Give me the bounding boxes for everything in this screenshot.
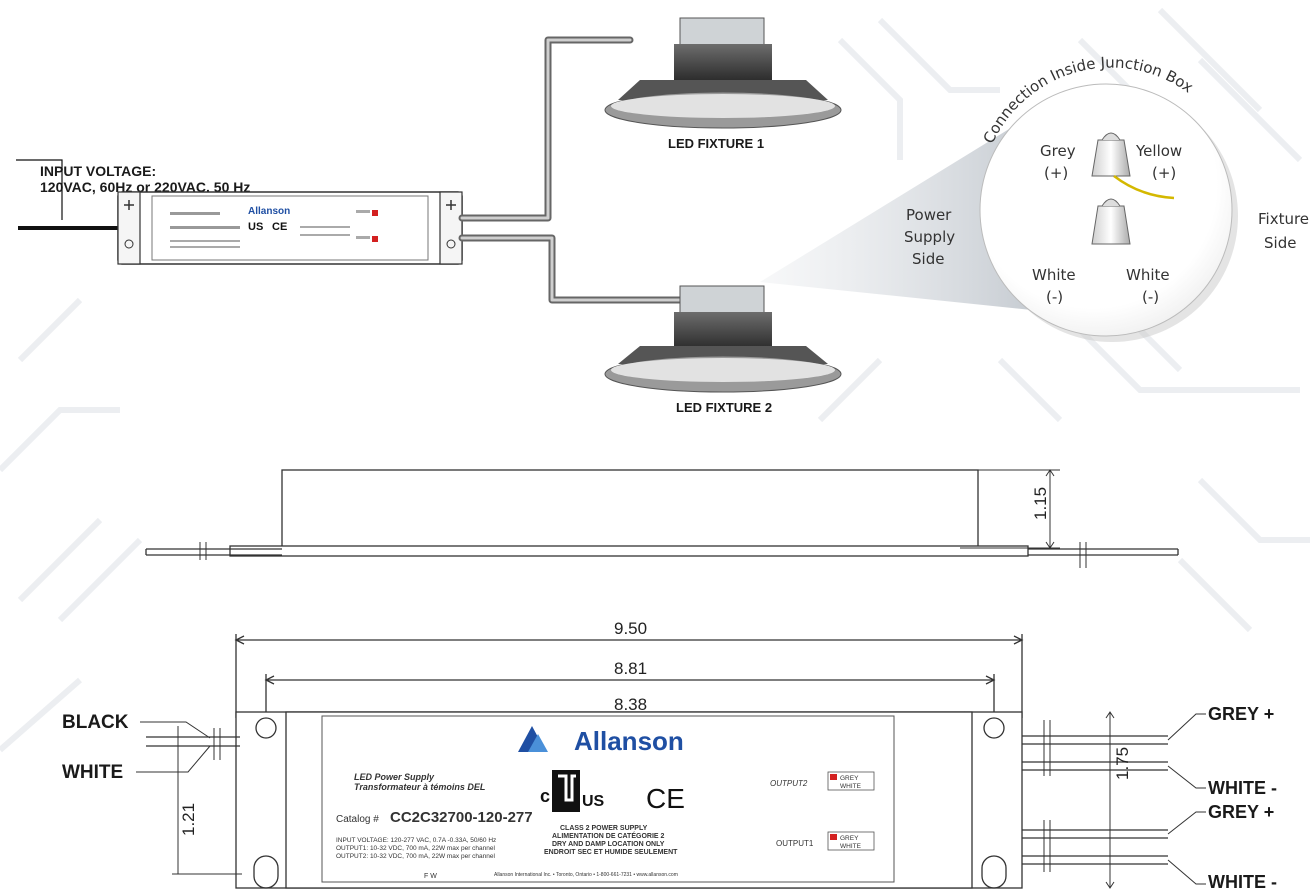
label-line1: LED Power Supply: [354, 772, 435, 782]
grey-label: Grey: [1040, 142, 1076, 160]
brand-name: Allanson: [574, 726, 684, 756]
product-label: Allanson LED Power Supply Transformateur…: [336, 726, 875, 880]
input-spec: INPUT VOLTAGE: 120-277 VAC, 0.7A -0.33A,…: [336, 837, 496, 844]
dim-body-length: 8.38: [614, 695, 647, 714]
white-left-label: White: [1032, 266, 1076, 284]
wire-label-white-minus-2: WHITE -: [1208, 872, 1277, 891]
output1-spec: OUTPUT1: 10-32 VDC, 700 mA, 22W max per …: [336, 845, 496, 852]
fixture-side-1: Fixture: [1258, 210, 1309, 228]
class2-3: DRY AND DAMP LOCATION ONLY: [552, 841, 665, 848]
dim-width: 1.75: [1113, 747, 1132, 780]
power-supply-side-2: Supply: [904, 228, 955, 246]
grey-polarity: (+): [1044, 164, 1068, 182]
input-voltage-values: 120VAC, 60Hz or 220VAC, 50 Hz: [40, 179, 250, 195]
wiring-diagram: INPUT VOLTAGE: 120VAC, 60Hz or 220VAC, 5…: [16, 17, 1309, 415]
fw-mark: F W: [424, 873, 437, 880]
power-supply-side-1: Power: [906, 206, 952, 224]
yellow-wire: [1113, 175, 1175, 200]
output2-spec: OUTPUT2: 10-32 VDC, 700 mA, 22W max per …: [336, 853, 496, 860]
footer-line: Allanson International Inc. • Toronto, O…: [494, 872, 678, 878]
output2-label: OUTPUT2: [770, 779, 808, 788]
fixture-1-label: LED FIXTURE 1: [668, 136, 764, 151]
output1-grey: GREY: [840, 835, 859, 842]
dim-height: 1.15: [1031, 487, 1050, 520]
wire-nut-top: [1091, 139, 1131, 177]
yellow-polarity: (+): [1152, 164, 1176, 182]
small-brand: Allanson: [248, 206, 290, 217]
power-supply-small: Allanson US CE: [117, 191, 463, 265]
small-ce-mark: CE: [272, 221, 287, 233]
label-line2: Transformateur à témoins DEL: [354, 782, 485, 792]
dim-mount-length: 8.81: [614, 659, 647, 678]
input-leader: [16, 159, 63, 220]
side-view-drawing: [145, 469, 1179, 568]
junction-box-callout: Connection Inside Junction Box Grey (+) …: [979, 53, 1238, 342]
white-left-polarity: (-): [1046, 288, 1063, 306]
output1-label: OUTPUT1: [776, 839, 814, 848]
fixture-2-label: LED FIXTURE 2: [676, 400, 772, 415]
small-ul-mark: US: [248, 221, 263, 233]
input-voltage-label: INPUT VOLTAGE:: [40, 163, 156, 179]
svg-text:c: c: [540, 786, 550, 806]
output1-white: WHITE: [840, 843, 862, 850]
dim-overall-length: 9.50: [614, 619, 647, 638]
wire-label-black: BLACK: [62, 712, 129, 733]
power-supply-side-3: Side: [912, 250, 944, 268]
class2-1: CLASS 2 POWER SUPPLY: [560, 825, 648, 832]
catalog-prefix: Catalog #: [336, 814, 379, 825]
white-right-polarity: (-): [1142, 288, 1159, 306]
wire-label-white: WHITE: [62, 762, 123, 783]
catalog-number: CC2C32700-120-277: [390, 809, 533, 826]
wire-label-grey-plus-2: GREY +: [1208, 802, 1274, 822]
output2-white: WHITE: [840, 783, 862, 790]
wire-label-white-minus-1: WHITE -: [1208, 778, 1277, 798]
led-fixture-2: LED FIXTURE 2: [604, 285, 842, 415]
dim-hole-offset: 1.21: [179, 803, 198, 836]
yellow-label: Yellow: [1135, 142, 1182, 160]
output2-grey: GREY: [840, 775, 859, 782]
wire-nut-bottom: [1091, 205, 1131, 245]
ul-us-text: US: [582, 793, 605, 810]
output-wires: [458, 36, 694, 304]
class2-2: ALIMENTATION DE CATÉGORIE 2: [552, 831, 664, 840]
top-view-drawing: [136, 634, 1206, 889]
wire-label-grey-plus-1: GREY +: [1208, 704, 1274, 724]
class2-4: ENDROIT SEC ET HUMIDE SEULEMENT: [544, 849, 678, 856]
led-fixture-1: LED FIXTURE 1: [604, 17, 842, 151]
circuit-background: [0, 7, 1310, 753]
ce-mark: CE: [646, 783, 685, 814]
ul-mark-icon: c US: [540, 770, 605, 812]
fixture-side-2: Side: [1264, 234, 1296, 252]
white-right-label: White: [1126, 266, 1170, 284]
